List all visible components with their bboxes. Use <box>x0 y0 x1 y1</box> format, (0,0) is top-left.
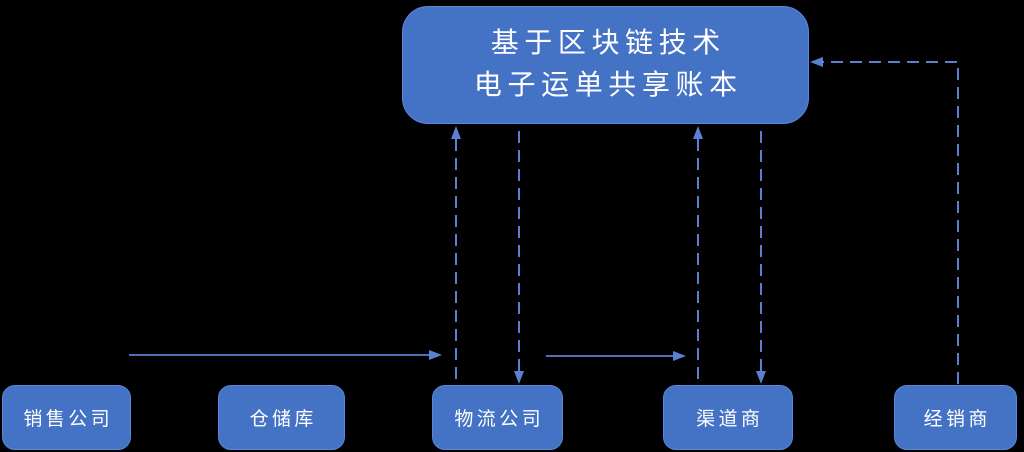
node-warehouse: 仓储库 <box>218 385 345 450</box>
node-label: 渠道商 <box>696 409 764 430</box>
node-logistics-company: 物流公司 <box>432 385 563 450</box>
node-ledger: 基于区块链技术 电子运单共享账本 <box>402 6 809 124</box>
node-label: 物流公司 <box>454 409 545 430</box>
node-label: 仓储库 <box>249 409 317 430</box>
ledger-label-line2: 电子运单共享账本 <box>473 70 743 101</box>
arrowhead-down-logistics <box>514 371 524 384</box>
arrowhead-left-ledger <box>810 57 823 67</box>
ledger-label-line1: 基于区块链技术 <box>490 28 726 59</box>
arrowhead-down-channel <box>756 371 766 384</box>
node-label: 销售公司 <box>23 409 114 430</box>
connector-distributor-to-ledger <box>822 61 959 384</box>
arrowhead-up-channel <box>693 126 703 139</box>
node-sales-company: 销售公司 <box>2 385 131 450</box>
node-label: 经销商 <box>923 409 991 430</box>
arrowhead-right-logistics <box>429 350 442 360</box>
arrowhead-up-logistics <box>451 126 461 139</box>
node-channel-dealer: 渠道商 <box>663 385 793 450</box>
node-distributor: 经销商 <box>894 385 1017 450</box>
arrowhead-right-channel <box>673 351 686 361</box>
